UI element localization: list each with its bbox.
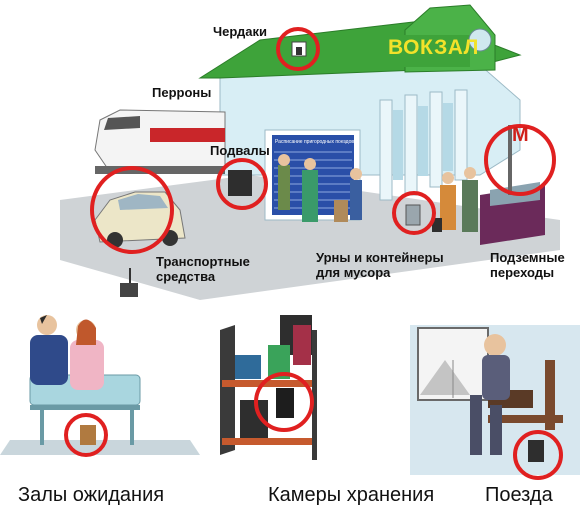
trash-bin	[405, 204, 421, 226]
ring-waiting	[64, 413, 108, 457]
waiting-room-scene	[0, 315, 200, 455]
label-vehicles: Транспортные средства	[156, 254, 250, 284]
schedule-board-title: Расписание пригородных поездов	[275, 139, 355, 145]
ring-vehicles	[90, 166, 174, 254]
ring-attics	[276, 27, 320, 71]
station-people	[278, 154, 478, 232]
caption-trains: Поезда	[485, 484, 553, 506]
ring-underpass	[484, 124, 556, 196]
label-underpasses: Подземные переходы	[490, 250, 565, 280]
label-attics: Чердаки	[213, 24, 267, 39]
train-interior-scene	[410, 325, 580, 475]
ring-trash	[392, 191, 436, 235]
caption-luggage-storage: Камеры хранения	[268, 484, 435, 506]
label-platforms: Перроны	[152, 85, 212, 100]
ring-luggage	[254, 372, 314, 432]
label-trash-bins: Урны и контейнеры для мусора	[316, 250, 444, 280]
station-sign: ВОКЗАЛ	[388, 36, 479, 59]
highlight-rings	[64, 27, 563, 480]
basement-package	[228, 170, 252, 196]
ring-basements	[216, 158, 268, 210]
security-camera	[120, 268, 138, 297]
ring-train	[513, 430, 563, 480]
ground	[60, 175, 560, 300]
luggage-scene	[220, 315, 317, 460]
label-basements: Подвалы	[210, 143, 270, 158]
car	[94, 191, 186, 248]
metro-sign: М	[512, 124, 529, 146]
caption-waiting-rooms: Залы ожидания	[18, 484, 165, 506]
train	[94, 109, 226, 174]
